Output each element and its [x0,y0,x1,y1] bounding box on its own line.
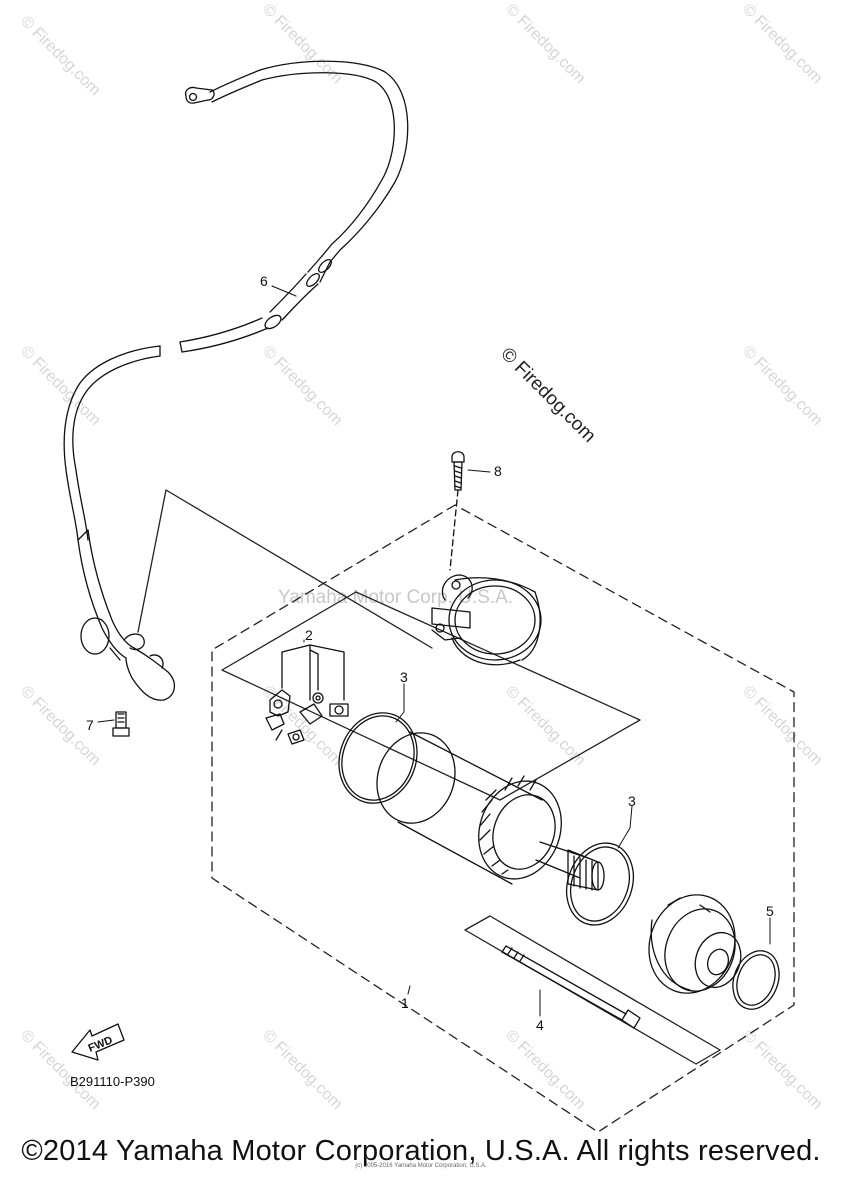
brush-set-part-2 [265,644,349,745]
callout-2: 2 [305,627,313,643]
assembly-dashed-outline [211,504,795,1133]
copyright-footer: ©2014 Yamaha Motor Corporation, U.S.A. A… [21,1135,821,1167]
fwd-label: FWD [87,1034,115,1055]
callout-3b: 3 [628,793,636,809]
callout-1: 1 [401,995,409,1011]
through-bolt-part-4 [501,945,641,1029]
watermark-tl: © Firedog.com [17,13,103,99]
bolt-part-7 [112,711,130,737]
tiny-copyright-note: (c) 2005-2016 Yamaha Motor Corporation, … [355,1163,487,1169]
watermark-tc: © Firedog.com [259,1,345,87]
watermark-c2: © Firedog.com [259,683,345,769]
callout-7: 7 [86,717,94,733]
fwd-arrow-icon [71,1023,125,1061]
guide-line-cable [137,489,167,633]
diagram-code: B291110-P390 [70,1074,155,1089]
watermark-tc2: © Firedog.com [502,1,588,87]
watermark-tr: © Firedog.com [739,1,825,87]
rear-cover [648,894,742,994]
bolt-part-8 [449,451,465,571]
callout-3a: 3 [400,669,408,685]
watermark-bc: © Firedog.com [259,1027,345,1113]
guide-line-top [165,489,433,649]
watermark-r2: © Firedog.com [739,683,825,769]
watermark-bc2: © Firedog.com [502,1027,588,1113]
callout-6: 6 [260,273,268,289]
firedog-watermarks: © Firedog.com © Firedog.com © Firedog.co… [17,1,825,1113]
o-ring-part-3-right [566,842,634,926]
callout-5: 5 [766,903,774,919]
watermark-bl: © Firedog.com [17,1027,103,1113]
firedog-copyright: © Firedog.com [496,344,599,447]
o-ring-part-5 [732,950,780,1010]
starter-cable [63,60,409,701]
o-ring-part-3-left [338,712,418,804]
brush-holder-outline [221,591,641,801]
callout-8: 8 [494,463,502,479]
watermark-mc: © Firedog.com [259,343,345,429]
leader-lines [97,285,771,1017]
front-cover [431,574,542,666]
callout-4: 4 [536,1017,544,1033]
watermark-br: © Firedog.com [739,1027,825,1113]
through-bolt-outline [464,915,721,1065]
watermark-mr: © Firedog.com [739,343,825,429]
motor-yoke [376,731,605,891]
